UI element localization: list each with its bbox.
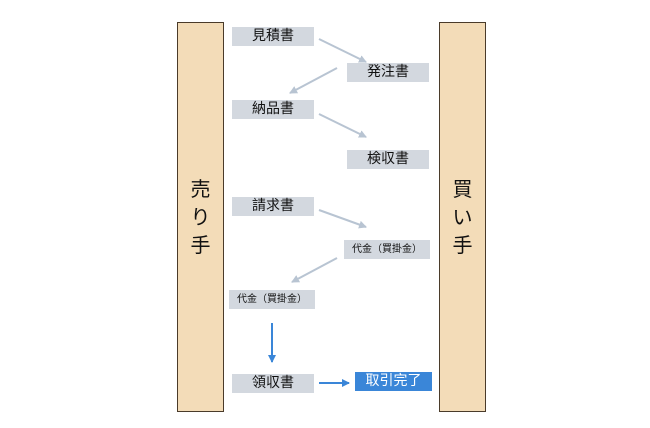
arrow-quotation-to-purchase-order xyxy=(318,38,367,63)
doc-invoice: 請求書 xyxy=(232,197,314,216)
buyer-label-char: 手 xyxy=(452,233,473,257)
seller-label-char: 手 xyxy=(190,233,211,257)
buyer-column: 買 い 手 xyxy=(439,22,486,412)
buyer-label-char: い xyxy=(452,205,473,229)
arrow-purchase-order-to-delivery-note xyxy=(289,67,338,94)
doc-receipt: 領収書 xyxy=(232,374,314,393)
doc-purchase-order: 発注書 xyxy=(347,63,429,82)
doc-payment-sent: 代金（買掛金） xyxy=(344,240,430,259)
seller-label-char: り xyxy=(190,205,211,229)
buyer-label-char: 買 xyxy=(452,177,473,201)
doc-inspection-report: 検収書 xyxy=(347,150,429,169)
doc-delivery-note: 納品書 xyxy=(232,100,314,119)
seller-column: 売 り 手 xyxy=(177,22,224,412)
doc-payment-received: 代金（買掛金） xyxy=(229,290,315,309)
doc-quotation: 見積書 xyxy=(232,27,314,46)
arrow-delivery-note-to-inspection-report xyxy=(318,113,367,138)
arrow-payment-to-payment xyxy=(291,257,338,283)
transaction-complete-badge: 取引完了 xyxy=(355,372,432,391)
arrow-invoice-to-payment xyxy=(318,209,367,229)
seller-label-char: 売 xyxy=(190,177,211,201)
